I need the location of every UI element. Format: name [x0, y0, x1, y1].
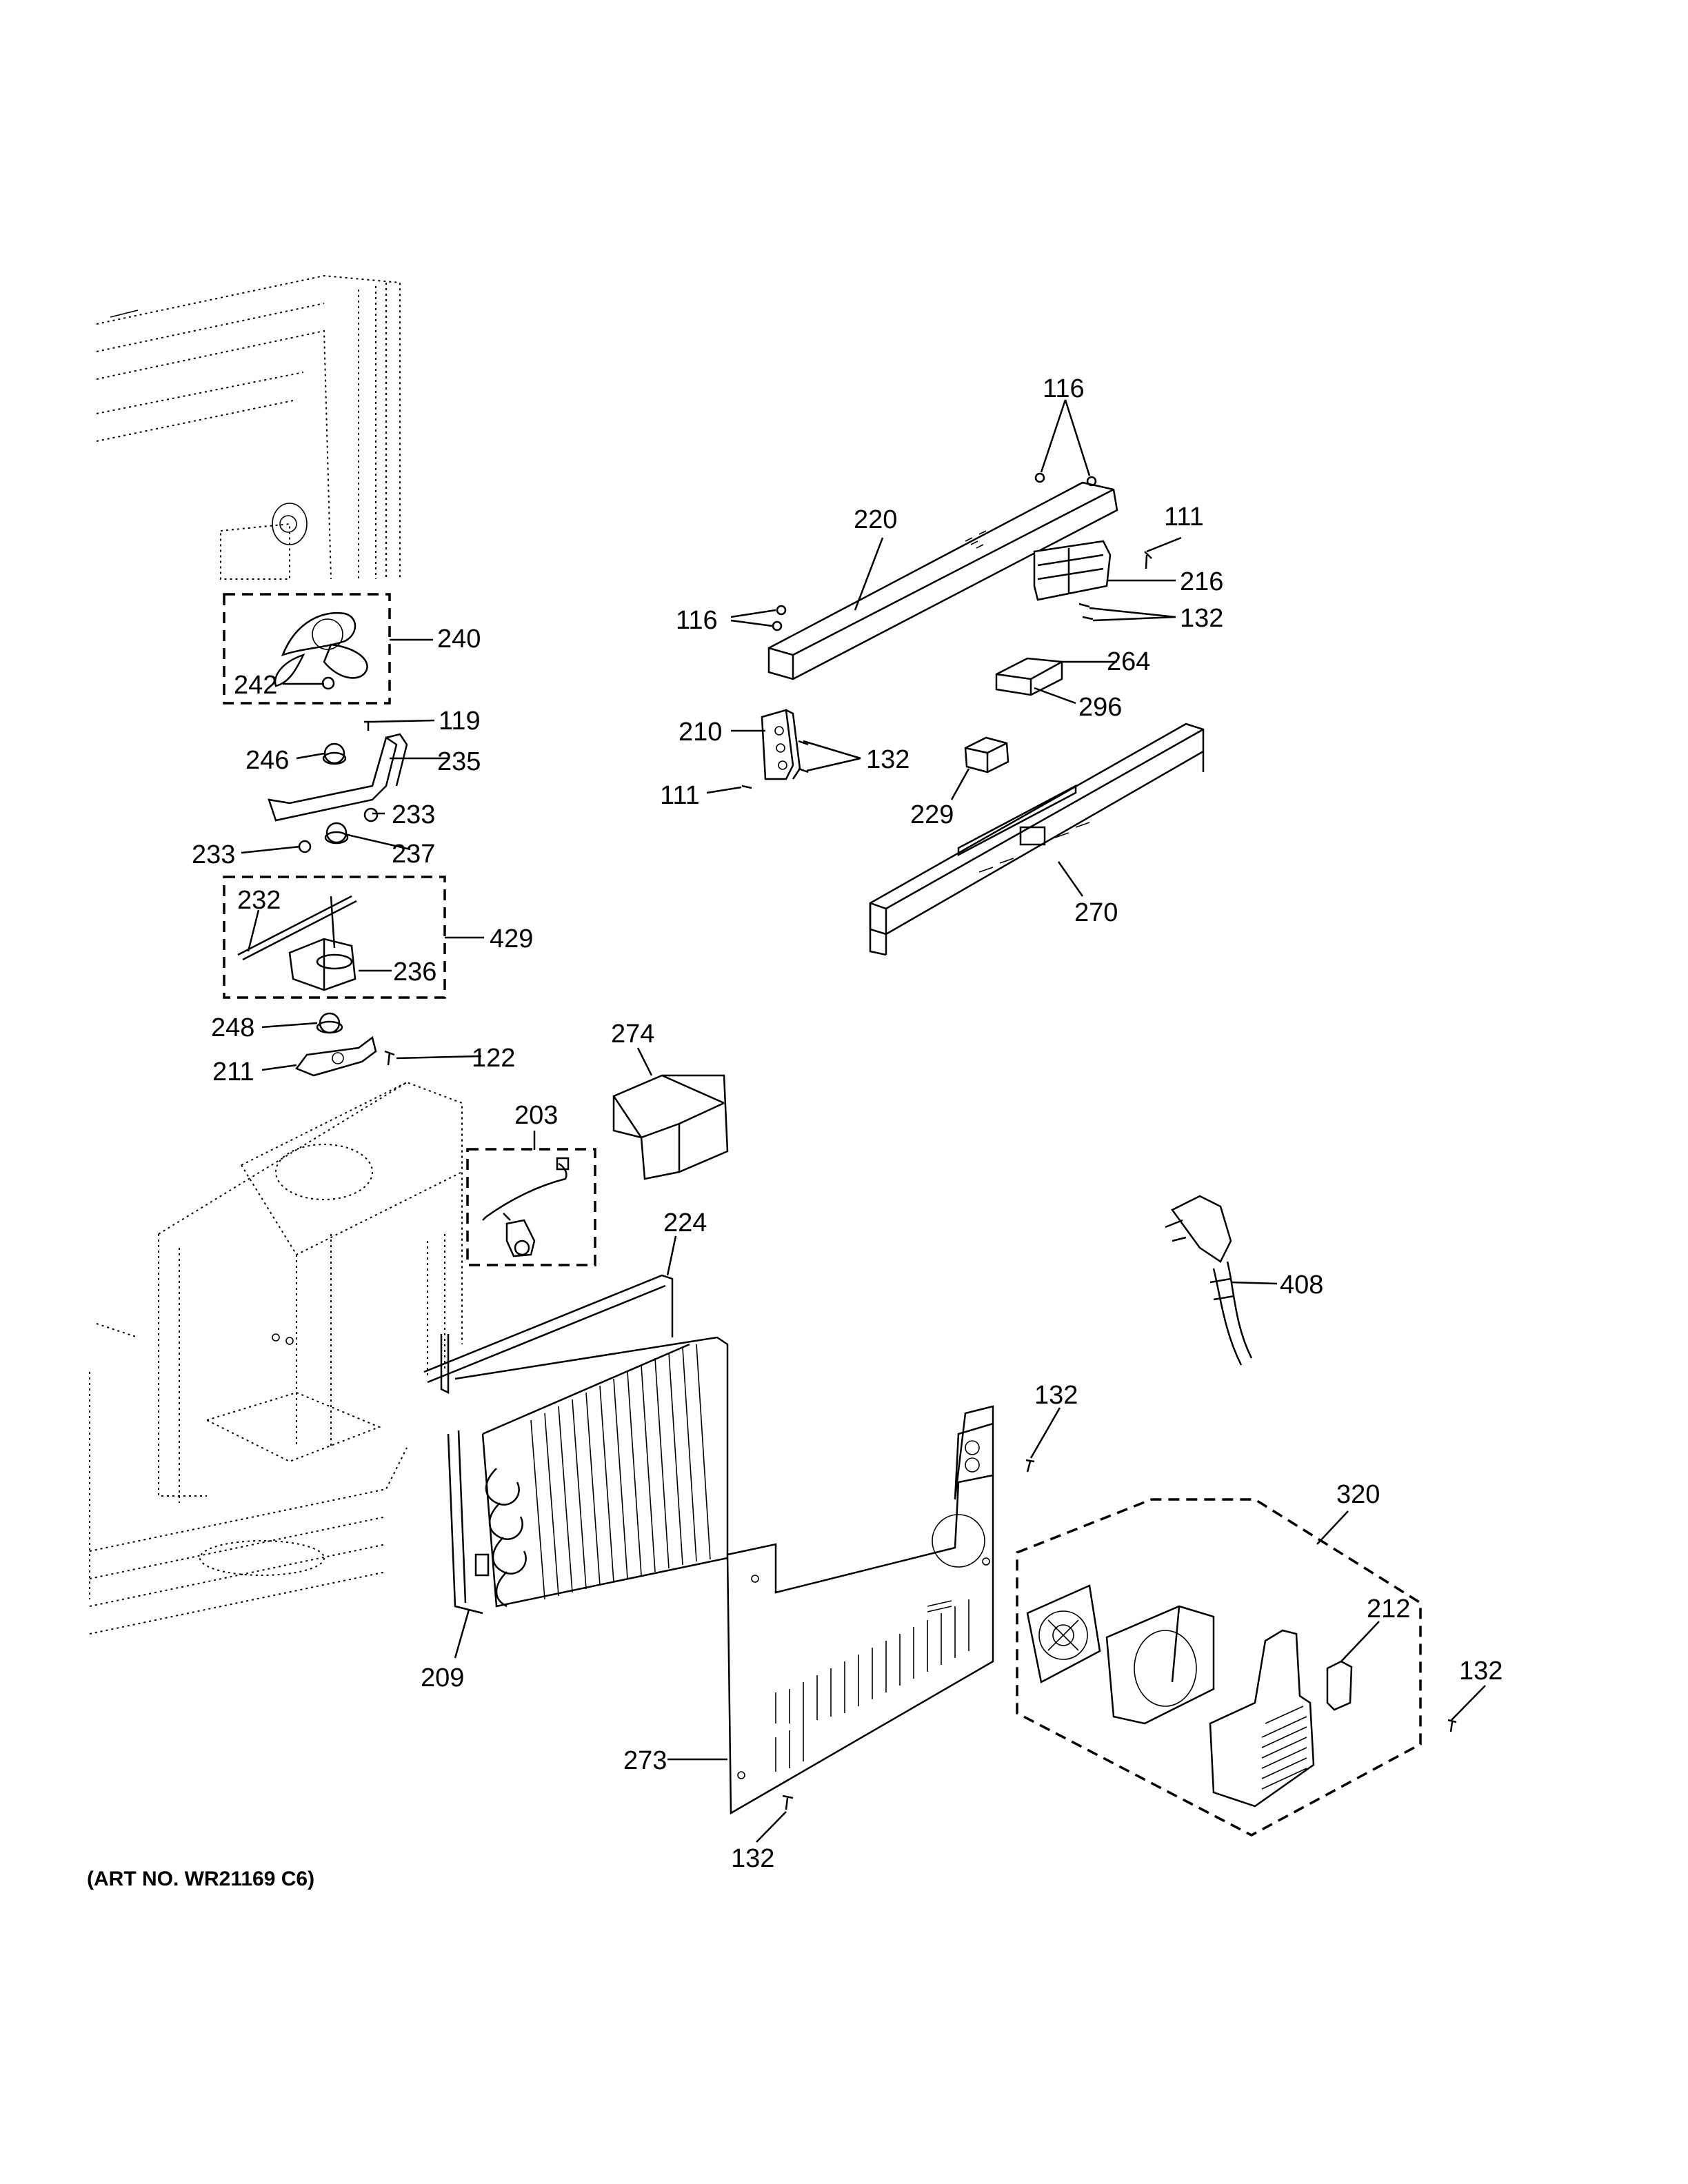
- panel-buttons: [978, 822, 1090, 873]
- rear-panel-vents: [775, 1599, 969, 1772]
- label-212: 212: [1367, 1595, 1410, 1624]
- rear-panel-273: [726, 1405, 1035, 1815]
- label-248: 248: [211, 1013, 254, 1042]
- label-203: 203: [514, 1101, 558, 1130]
- label-132-a: 132: [1180, 604, 1223, 633]
- control-panel-270: [869, 722, 1205, 956]
- label-116-top: 116: [1043, 374, 1085, 403]
- motor-assembly: [223, 876, 446, 999]
- fan-assembly-320: [1016, 1498, 1422, 1837]
- label-224: 224: [663, 1209, 707, 1237]
- control-rail-220: [767, 472, 1118, 680]
- label-132-c: 132: [1034, 1381, 1078, 1410]
- label-210: 210: [679, 718, 722, 747]
- label-119: 119: [439, 707, 481, 736]
- label-237: 237: [392, 840, 435, 869]
- label-242: 242: [234, 671, 277, 700]
- module-264: [995, 657, 1063, 696]
- label-111-left: 111: [660, 781, 700, 810]
- label-240: 240: [437, 625, 481, 654]
- label-220: 220: [854, 505, 897, 534]
- leader-lines: [241, 399, 1486, 1843]
- housing-grille: [1261, 1716, 1307, 1790]
- art-number: (ART NO. WR21169 C6): [87, 1868, 314, 1890]
- label-229: 229: [910, 800, 954, 829]
- label-232: 232: [237, 886, 281, 915]
- label-273: 273: [623, 1746, 667, 1775]
- hinge-bracket-210: [741, 709, 809, 789]
- label-235: 235: [437, 747, 481, 776]
- label-122: 122: [472, 1044, 515, 1073]
- label-132-b: 132: [866, 745, 910, 774]
- callout-labels: 116 111 220 216 116 132 240 264 242 296 …: [192, 374, 1503, 1873]
- label-233-right: 233: [392, 800, 435, 829]
- cabinet-frame: [96, 274, 401, 580]
- label-320: 320: [1336, 1480, 1380, 1509]
- label-296: 296: [1078, 693, 1122, 722]
- fan-bracket-assembly: [268, 720, 408, 853]
- motor-mount: [295, 1012, 395, 1077]
- lower-housing: [89, 1081, 463, 1635]
- label-408: 408: [1280, 1271, 1323, 1300]
- screw-132-right: [1447, 1719, 1457, 1732]
- condenser: [423, 1274, 729, 1615]
- fan-shroud: [1105, 1605, 1215, 1725]
- clip-212: [1326, 1660, 1353, 1711]
- label-429: 429: [490, 924, 533, 953]
- harness-assembly: [466, 1148, 596, 1266]
- label-233-left: 233: [192, 840, 235, 869]
- label-209: 209: [421, 1664, 464, 1692]
- fan-housing: [1209, 1629, 1315, 1808]
- label-216: 216: [1180, 567, 1223, 596]
- label-111-top: 111: [1164, 503, 1204, 532]
- label-274: 274: [611, 1020, 654, 1049]
- label-264: 264: [1107, 647, 1150, 676]
- label-236: 236: [393, 958, 436, 987]
- power-cord-408: [1165, 1195, 1253, 1366]
- label-270: 270: [1074, 898, 1118, 927]
- label-132-d: 132: [1459, 1657, 1503, 1686]
- fan-blade-assembly: [223, 593, 391, 705]
- label-211: 211: [212, 1058, 254, 1086]
- label-246: 246: [245, 746, 289, 775]
- axial-fan: [1026, 1584, 1101, 1684]
- label-116-left: 116: [676, 606, 718, 635]
- label-132-e: 132: [731, 1844, 774, 1873]
- condenser-fins: [530, 1344, 711, 1600]
- cover-274: [612, 1074, 729, 1180]
- switch-229: [964, 736, 1009, 774]
- bracket-216: [1033, 540, 1152, 620]
- vent-holes: [965, 530, 987, 549]
